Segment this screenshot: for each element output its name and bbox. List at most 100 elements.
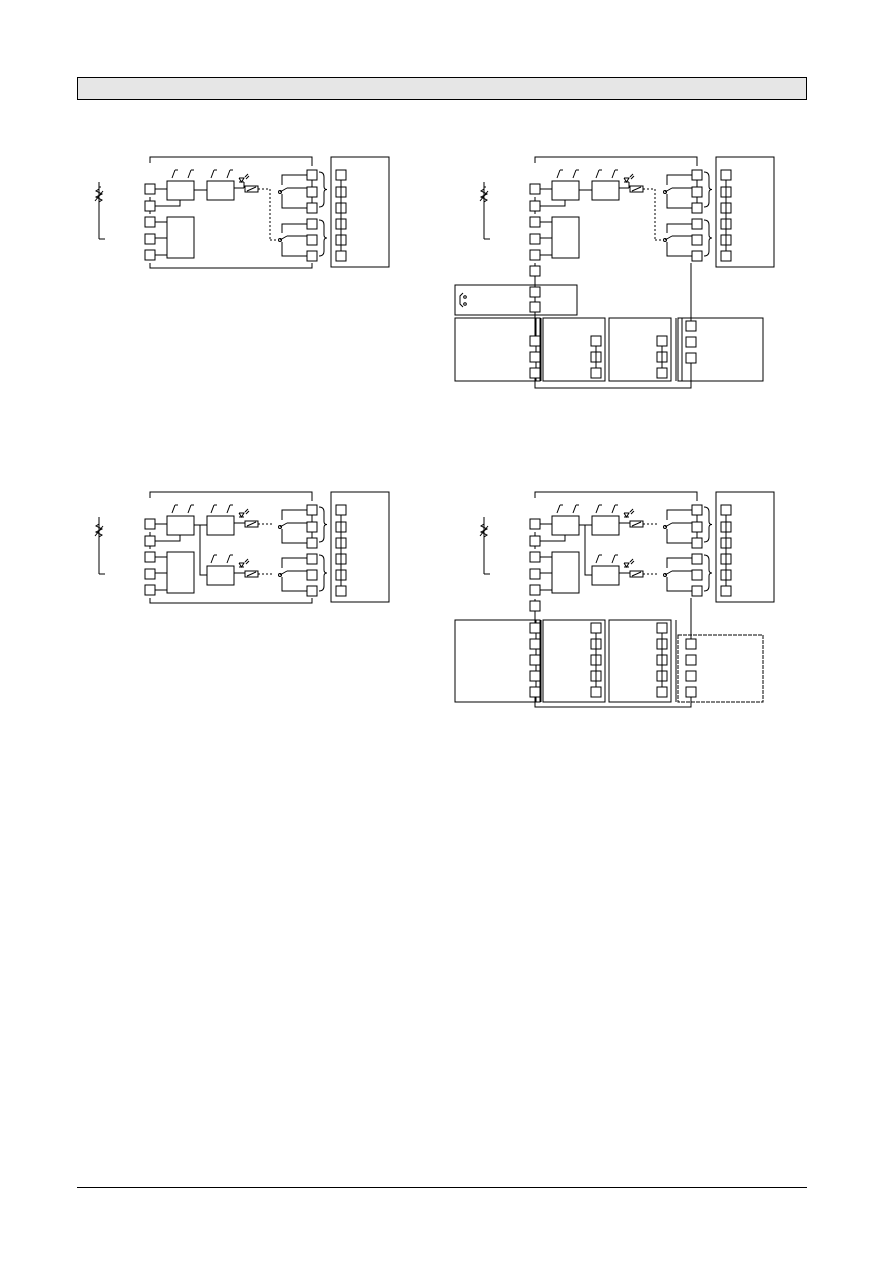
brace-icon bbox=[319, 507, 327, 542]
terminal bbox=[686, 687, 696, 697]
output-block-2 bbox=[207, 566, 234, 585]
contact-blade-icon bbox=[665, 236, 672, 240]
terminal bbox=[692, 235, 702, 245]
unit-frame bbox=[150, 263, 312, 268]
potentiometer-icon bbox=[227, 505, 230, 513]
terminal bbox=[692, 554, 702, 564]
expansion-module-1 bbox=[455, 620, 540, 702]
terminal bbox=[686, 337, 696, 347]
terminal bbox=[530, 302, 540, 312]
diagram-bottom-right bbox=[440, 485, 785, 715]
terminal bbox=[307, 251, 317, 261]
potentiometer-icon bbox=[211, 555, 214, 563]
terminal bbox=[692, 219, 702, 229]
terminal bbox=[657, 336, 667, 346]
potentiometer-icon bbox=[612, 555, 615, 563]
terminal bbox=[530, 266, 540, 276]
output-block bbox=[592, 181, 619, 200]
terminal bbox=[145, 184, 155, 194]
terminal bbox=[686, 671, 696, 681]
contact-blade-icon bbox=[665, 523, 672, 527]
terminal bbox=[145, 552, 155, 562]
wire bbox=[155, 200, 180, 206]
terminal bbox=[530, 687, 540, 697]
potentiometer-icon bbox=[596, 170, 599, 178]
expansion-module-1 bbox=[455, 318, 540, 381]
terminal bbox=[591, 336, 601, 346]
terminal bbox=[692, 203, 702, 213]
diagram-top-left bbox=[95, 150, 425, 280]
wire bbox=[540, 200, 565, 206]
terminal bbox=[686, 353, 696, 363]
terminal bbox=[686, 321, 696, 331]
wire bbox=[585, 525, 592, 575]
relay-coil-icon bbox=[632, 522, 641, 526]
expansion-module-3 bbox=[609, 620, 671, 702]
terminal bbox=[686, 639, 696, 649]
wire bbox=[282, 224, 307, 233]
terminal bbox=[686, 655, 696, 665]
contact-blade-icon bbox=[280, 523, 287, 527]
interface-icon bbox=[460, 293, 463, 307]
wire bbox=[282, 529, 307, 543]
terminal bbox=[721, 170, 731, 180]
potentiometer-icon bbox=[211, 505, 214, 513]
output-terminal-panel bbox=[331, 157, 389, 267]
terminal bbox=[657, 368, 667, 378]
terminal bbox=[307, 554, 317, 564]
led-ray-icon bbox=[245, 174, 248, 177]
relay-coil-icon bbox=[247, 572, 256, 576]
terminal bbox=[145, 536, 155, 546]
brace-icon bbox=[704, 555, 712, 591]
wire bbox=[282, 242, 307, 256]
diagram-bottom-left bbox=[95, 485, 425, 615]
power-supply-block bbox=[552, 552, 579, 593]
wire bbox=[282, 194, 307, 208]
unit-frame bbox=[150, 157, 312, 166]
wire bbox=[667, 558, 692, 568]
terminal bbox=[530, 519, 540, 529]
terminal bbox=[336, 505, 346, 515]
terminal bbox=[692, 251, 702, 261]
potentiometer-icon bbox=[596, 555, 599, 563]
expansion-module-4 bbox=[678, 318, 763, 381]
power-supply-block bbox=[167, 552, 194, 593]
led-ray-icon bbox=[246, 511, 249, 514]
led-ray-icon bbox=[631, 561, 634, 564]
terminal bbox=[692, 522, 702, 532]
terminal bbox=[591, 623, 601, 633]
led-icon bbox=[239, 513, 244, 517]
potentiometer-icon bbox=[188, 505, 191, 513]
terminal bbox=[692, 505, 702, 515]
potentiometer-icon bbox=[573, 170, 576, 178]
power-supply-block bbox=[167, 217, 194, 258]
unit-frame bbox=[535, 492, 697, 501]
wire bbox=[282, 558, 307, 568]
terminal bbox=[591, 368, 601, 378]
resistor-arrow bbox=[95, 191, 103, 201]
terminal bbox=[530, 250, 540, 260]
terminal bbox=[692, 187, 702, 197]
brace-icon bbox=[319, 555, 327, 591]
terminal bbox=[692, 570, 702, 580]
bus-wire bbox=[535, 363, 691, 388]
brace-icon bbox=[704, 172, 712, 207]
expansion-module-2 bbox=[543, 620, 605, 702]
brace-icon bbox=[704, 220, 712, 256]
interface-icon bbox=[464, 303, 467, 306]
led-ray-icon bbox=[245, 509, 248, 512]
brace-icon bbox=[319, 220, 327, 256]
terminal bbox=[530, 601, 540, 611]
terminal bbox=[530, 623, 540, 633]
terminal bbox=[307, 505, 317, 515]
terminal bbox=[307, 203, 317, 213]
terminal bbox=[307, 235, 317, 245]
terminal bbox=[307, 586, 317, 596]
terminal bbox=[530, 569, 540, 579]
wire bbox=[282, 577, 307, 591]
terminal bbox=[692, 586, 702, 596]
terminal bbox=[307, 570, 317, 580]
potentiometer-icon bbox=[227, 555, 230, 563]
terminal bbox=[530, 552, 540, 562]
terminal bbox=[530, 536, 540, 546]
